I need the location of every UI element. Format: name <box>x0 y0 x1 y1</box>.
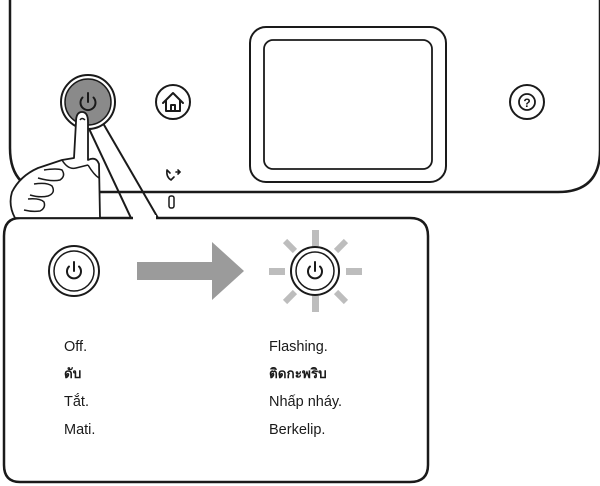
flashing-label-malay: Berkelip. <box>269 422 326 438</box>
help-icon <box>518 93 536 111</box>
home-icon <box>162 92 184 112</box>
callout-line-left <box>83 117 132 219</box>
home-button[interactable] <box>155 84 191 120</box>
off-label-thai: ดับ <box>64 366 82 382</box>
fax-icon <box>166 169 182 182</box>
control-panel-outline <box>8 0 600 194</box>
flashing-label-vietnamese: Nhấp nháy. <box>269 394 343 410</box>
help-symbol: ? <box>523 96 530 110</box>
flashing-label-thai: ติดกะพริบ <box>269 366 327 382</box>
fax-led <box>168 195 175 209</box>
hand-illustration <box>9 111 101 219</box>
off-label-vietnamese: Tắt. <box>64 394 89 410</box>
flashing-state-power-button <box>290 246 340 296</box>
fax-indicator <box>166 169 182 209</box>
flashing-label-english: Flashing. <box>269 339 328 355</box>
power-icon <box>307 261 323 280</box>
lcd-screen <box>249 26 447 183</box>
power-button[interactable] <box>60 74 116 130</box>
flashing-rays <box>269 230 362 312</box>
help-button[interactable]: ? <box>509 84 545 120</box>
arrow-right-icon <box>137 242 244 300</box>
off-state-power-button <box>48 245 100 297</box>
power-icon <box>66 261 82 280</box>
off-label-english: Off. <box>64 339 88 355</box>
off-label-malay: Mati. <box>64 422 96 438</box>
power-icon <box>79 92 97 112</box>
callout-line-right <box>99 117 159 219</box>
